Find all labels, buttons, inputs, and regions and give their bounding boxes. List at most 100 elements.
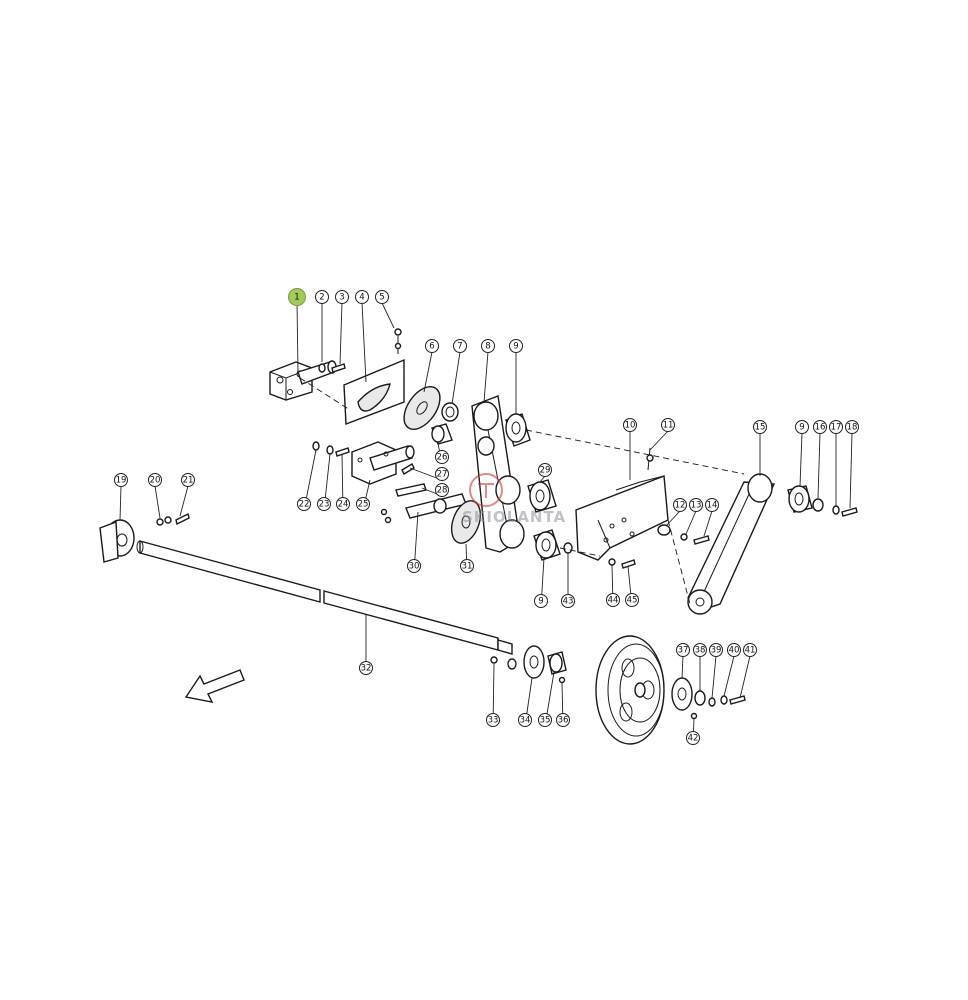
part-bush <box>441 402 459 422</box>
callout-label: 28 <box>437 486 448 496</box>
callout-label: 36 <box>558 716 569 726</box>
callout-leader-29 <box>539 475 546 483</box>
direction-arrow-icon <box>184 669 245 703</box>
callout-leader-37 <box>681 655 684 679</box>
callout-3: 3 <box>335 290 349 304</box>
callout-circle <box>481 339 495 353</box>
callout-circle <box>538 713 552 727</box>
callout-leader-7 <box>451 351 461 405</box>
callout-17: 17 <box>829 420 843 434</box>
callout-leader-9 <box>799 432 803 487</box>
callout-leader-13 <box>685 510 697 535</box>
callout-circle <box>693 643 707 657</box>
callout-label: 24 <box>338 500 349 510</box>
callout-circle <box>359 661 373 675</box>
part-pulley-hub <box>490 645 567 684</box>
part-flange-shaft <box>351 441 415 485</box>
callout-circle <box>509 339 523 353</box>
callout-9: 9 <box>534 594 548 608</box>
callout-circle <box>727 643 741 657</box>
callout-circle <box>336 497 350 511</box>
callout-circle <box>425 339 439 353</box>
callout-33: 33 <box>486 713 500 727</box>
part-screw <box>646 447 654 471</box>
callout-circle <box>518 713 532 727</box>
callout-label: 21 <box>183 476 194 486</box>
callout-25: 25 <box>356 497 370 511</box>
callout-circle <box>673 498 687 512</box>
callout-circle <box>676 643 690 657</box>
callout-label: 9 <box>538 597 543 607</box>
callout-circle <box>460 559 474 573</box>
callout-label: 16 <box>815 423 826 433</box>
callout-38: 38 <box>693 643 707 657</box>
callout-label: 19 <box>116 476 127 486</box>
callout-leader-3 <box>339 302 343 365</box>
callout-18: 18 <box>845 420 859 434</box>
watermark-text: SKIOLANTA <box>462 508 567 526</box>
part-frame-bracket <box>575 475 669 561</box>
callout-11: 11 <box>661 418 675 432</box>
callout-circle <box>375 290 389 304</box>
callout-circle <box>845 420 859 434</box>
callout-leader-8 <box>483 351 489 403</box>
callout-leader-1 <box>296 302 299 373</box>
callout-30: 30 <box>407 559 421 573</box>
callout-leader-5 <box>381 302 395 329</box>
callout-label: 1 <box>294 293 299 303</box>
part-main-shaft <box>136 540 513 655</box>
callout-leader-4 <box>361 302 367 383</box>
part-cover-plate <box>343 358 405 425</box>
callout-label: 8 <box>485 342 490 352</box>
callout-circle <box>661 418 675 432</box>
callout-leader-11 <box>649 430 669 451</box>
callout-leader-12 <box>665 510 681 527</box>
callout-label: 4 <box>359 293 364 303</box>
callout-34: 34 <box>518 713 532 727</box>
callout-label: 42 <box>688 734 699 744</box>
callout-43: 43 <box>561 594 575 608</box>
part-friction-disc <box>403 386 441 430</box>
callout-circle <box>795 420 809 434</box>
callout-circle <box>686 731 700 745</box>
watermark <box>469 473 503 507</box>
callout-circle <box>148 473 162 487</box>
callout-9: 9 <box>795 420 809 434</box>
callout-circle <box>709 643 723 657</box>
callout-circle <box>625 593 639 607</box>
callout-label: 13 <box>691 501 702 511</box>
callout-label: 40 <box>729 646 740 656</box>
part-roller <box>527 479 557 513</box>
callout-label: 18 <box>847 423 858 433</box>
part-hub-assembly <box>671 677 746 720</box>
callout-36: 36 <box>556 713 570 727</box>
callout-42: 42 <box>686 731 700 745</box>
part-washer-bolt <box>312 441 350 457</box>
callout-10: 10 <box>623 418 637 432</box>
callout-1: 1 <box>288 288 306 306</box>
callout-label: 38 <box>695 646 706 656</box>
part-washer-bolt <box>657 524 710 545</box>
callout-label: 15 <box>755 423 766 433</box>
callout-circle <box>743 643 757 657</box>
callout-label: 2 <box>319 293 324 303</box>
callout-label: 45 <box>627 596 638 606</box>
callout-leader-41 <box>739 655 751 699</box>
callout-circle <box>829 420 843 434</box>
callout-label: 20 <box>150 476 161 486</box>
callout-45: 45 <box>625 593 639 607</box>
part-lever-link <box>471 395 525 553</box>
callout-label: 34 <box>520 716 531 726</box>
callout-35: 35 <box>538 713 552 727</box>
callout-21: 21 <box>181 473 195 487</box>
part-bush <box>431 423 453 445</box>
callout-circle <box>813 420 827 434</box>
callout-label: 22 <box>299 500 310 510</box>
callout-label: 6 <box>429 342 434 352</box>
callout-leader-18 <box>849 432 853 509</box>
callout-28: 28 <box>435 483 449 497</box>
part-roller <box>787 485 858 517</box>
part-washer-bolt <box>608 558 636 569</box>
part-pin-shaft <box>380 463 467 524</box>
